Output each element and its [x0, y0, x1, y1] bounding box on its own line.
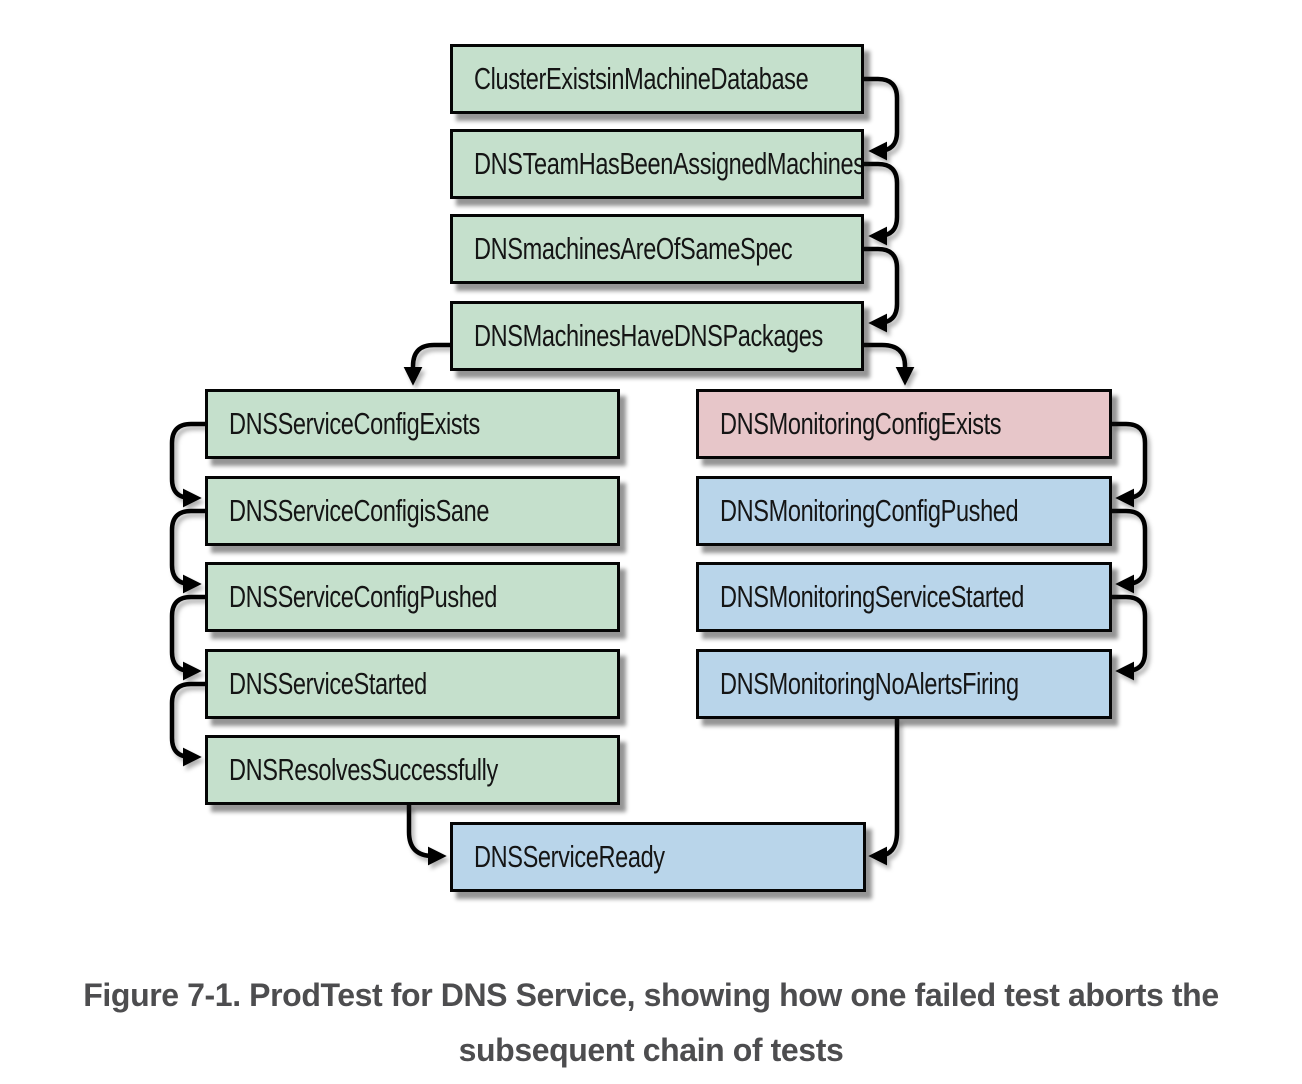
figure-caption-line-2: subsequent chain of tests: [458, 1032, 844, 1068]
edge-monconfigpushed-to-monservicestarted: [1112, 508, 1148, 594]
edge-packages-to-serviceconfigexists: [403, 342, 452, 386]
edge-noalertsfiring-to-serviceready: [868, 719, 900, 866]
edge-monconfigexists-to-monconfigpushed: [1112, 421, 1148, 508]
test-node-dns-machines-are-of-same-spec: DNSmachinesAreOfSameSpec: [450, 214, 864, 284]
edge-configissane-to-configpushed: [169, 508, 205, 594]
test-node-dns-service-config-is-sane: DNSServiceConfigisSane: [205, 476, 620, 546]
edge-cluster-to-team: [864, 76, 900, 161]
test-node-label: DNSMonitoringConfigPushed: [720, 493, 1019, 528]
edge-samespec-to-packages: [864, 246, 900, 333]
test-node-label: DNSMonitoringNoAlertsFiring: [720, 666, 1019, 701]
test-node-dns-monitoring-service-started: DNSMonitoringServiceStarted: [696, 562, 1112, 632]
test-node-label: DNSTeamHasBeenAssignedMachines: [474, 146, 864, 181]
test-node-dns-resolves-successfully: DNSResolvesSuccessfully: [205, 735, 620, 805]
test-node-label: DNSServiceConfigExists: [229, 406, 480, 441]
test-node-label: DNSServiceStarted: [229, 666, 427, 701]
test-node-label: DNSMonitoringServiceStarted: [720, 579, 1025, 614]
edge-configpushed-to-servicestarted: [169, 594, 205, 681]
test-node-dns-service-config-exists: DNSServiceConfigExists: [205, 389, 620, 459]
edge-resolves-to-serviceready: [406, 805, 447, 866]
test-node-dns-service-started: DNSServiceStarted: [205, 649, 620, 719]
edge-configexists-to-configissane: [169, 421, 205, 508]
figure-caption-line-1: Figure 7-1. ProdTest for DNS Service, sh…: [83, 977, 1219, 1013]
prodtest-dns-flowchart: ClusterExistsinMachineDatabase DNSTeamHa…: [169, 44, 1148, 892]
test-node-dns-service-config-pushed: DNSServiceConfigPushed: [205, 562, 620, 632]
test-node-dns-monitoring-config-pushed: DNSMonitoringConfigPushed: [696, 476, 1112, 546]
test-node-dns-team-has-been-assigned-machines: DNSTeamHasBeenAssignedMachines: [450, 129, 864, 199]
test-node-dns-monitoring-config-exists-failed: DNSMonitoringConfigExists: [696, 389, 1112, 459]
edge-team-to-samespec: [864, 161, 900, 246]
test-node-label: DNSMonitoringConfigExists: [720, 406, 1002, 441]
edge-monservicestarted-to-noalertsfiring: [1112, 594, 1148, 681]
test-node-dns-service-ready: DNSServiceReady: [450, 822, 866, 892]
test-node-label: DNSMachinesHaveDNSPackages: [474, 318, 823, 353]
test-node-label: DNSmachinesAreOfSameSpec: [474, 231, 793, 266]
test-node-label: DNSResolvesSuccessfully: [229, 752, 498, 787]
test-node-label: ClusterExistsinMachineDatabase: [474, 61, 809, 96]
edge-packages-to-monitoringconfigexists: [864, 342, 915, 386]
flowchart-arrows: [169, 76, 1148, 866]
test-node-dns-machines-have-dns-packages: DNSMachinesHaveDNSPackages: [450, 301, 864, 371]
figure-caption: Figure 7-1. ProdTest for DNS Service, sh…: [0, 968, 1302, 1078]
test-node-label: DNSServiceConfigPushed: [229, 579, 497, 614]
test-node-dns-monitoring-no-alerts-firing: DNSMonitoringNoAlertsFiring: [696, 649, 1112, 719]
test-node-label: DNSServiceConfigisSane: [229, 493, 490, 528]
test-node-label: DNSServiceReady: [474, 839, 665, 874]
edge-servicestarted-to-resolves: [169, 681, 205, 767]
test-node-cluster-exists-in-machine-database: ClusterExistsinMachineDatabase: [450, 44, 864, 114]
